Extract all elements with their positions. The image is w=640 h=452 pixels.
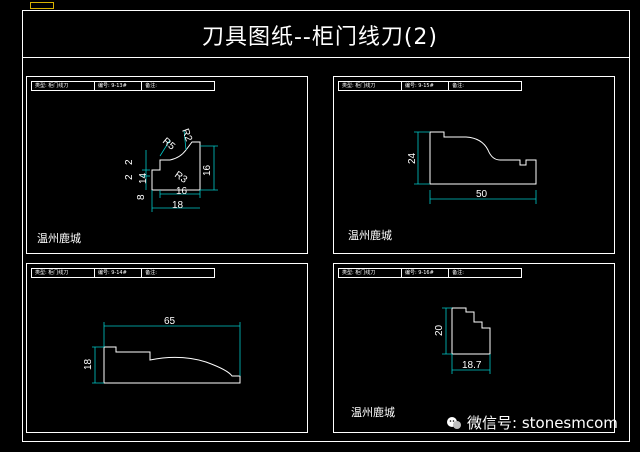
category-cell: 类型: 柜门线刀 <box>32 269 95 277</box>
dim-label: R3 <box>172 169 189 186</box>
dim-label: 8 <box>136 194 147 200</box>
title-block: 类型: 柜门线刀 编号: 9-16# 备注: <box>338 268 522 278</box>
dim-label: 16 <box>176 186 188 197</box>
dim-lines-9-16 <box>442 307 491 374</box>
brand-label: 温州鹿城 <box>348 229 392 242</box>
dim-lines-9-13 <box>140 129 218 212</box>
page-title: 刀具图纸--柜门线刀(2) <box>201 25 439 50</box>
category-cell: 类型: 柜门线刀 <box>339 269 402 277</box>
remark-cell: 备注: <box>145 83 157 89</box>
remark-cell: 备注: <box>452 270 464 276</box>
remark-cell: 备注: <box>145 270 157 276</box>
title-block: 类型: 柜门线刀 编号: 9-13# 备注: <box>31 81 215 91</box>
brand-label: 温州鹿城 <box>351 406 395 419</box>
dim-label: 50 <box>476 189 488 200</box>
drawing-panel-1: 类型: 柜门线刀 编号: 9-13# 备注: 温州鹿城 <box>26 76 308 254</box>
title-block: 类型: 柜门线刀 编号: 9-15# 备注: <box>338 81 522 91</box>
dim-label: R2 <box>179 127 194 143</box>
brand-label: 温州鹿城 <box>37 232 81 245</box>
dim-label: 16 <box>202 164 213 176</box>
dim-label: 65 <box>164 316 176 327</box>
profile-9-15 <box>429 131 537 185</box>
dim-lines-9-14 <box>92 322 241 384</box>
profile-9-14 <box>103 346 241 384</box>
drawing-panel-4: 类型: 柜门线刀 编号: 9-16# 备注: 温州鹿城 <box>333 263 615 433</box>
drawing-panel-3: 类型: 柜门线刀 编号: 9-14# 备注: <box>26 263 308 433</box>
wechat-watermark: 微信号: stonesmcom <box>446 412 618 433</box>
dim-label: 18 <box>172 200 184 211</box>
title-divider <box>23 57 629 58</box>
layout-tab[interactable] <box>30 2 54 9</box>
drawing-sheet-frame <box>22 10 630 442</box>
dim-label: 20 <box>434 324 445 336</box>
profile-9-16 <box>451 307 491 355</box>
dim-label: R5 <box>160 136 177 153</box>
dim-lines-9-15 <box>414 131 537 204</box>
number-cell: 编号: 9-14# <box>95 269 143 277</box>
dim-label: 2 <box>124 174 135 180</box>
number-cell: 编号: 9-15# <box>402 82 450 90</box>
dim-label: 14 <box>138 172 149 184</box>
dim-label: 2 <box>124 159 135 165</box>
dim-label: 18 <box>83 358 94 370</box>
profile-9-13 <box>151 141 201 191</box>
wechat-bubble-icon <box>447 416 461 429</box>
title-block: 类型: 柜门线刀 编号: 9-14# 备注: <box>31 268 215 278</box>
drawing-panel-2: 类型: 柜门线刀 编号: 9-15# 备注: 温州鹿城 <box>333 76 615 254</box>
watermark-text: 微信号: stonesmcom <box>467 414 618 432</box>
number-cell: 编号: 9-16# <box>402 269 450 277</box>
dim-label: 24 <box>407 152 418 164</box>
number-cell: 编号: 9-13# <box>95 82 143 90</box>
dim-label: 18.7 <box>462 360 482 371</box>
category-cell: 类型: 柜门线刀 <box>339 82 402 90</box>
category-cell: 类型: 柜门线刀 <box>32 82 95 90</box>
remark-cell: 备注: <box>452 83 464 89</box>
